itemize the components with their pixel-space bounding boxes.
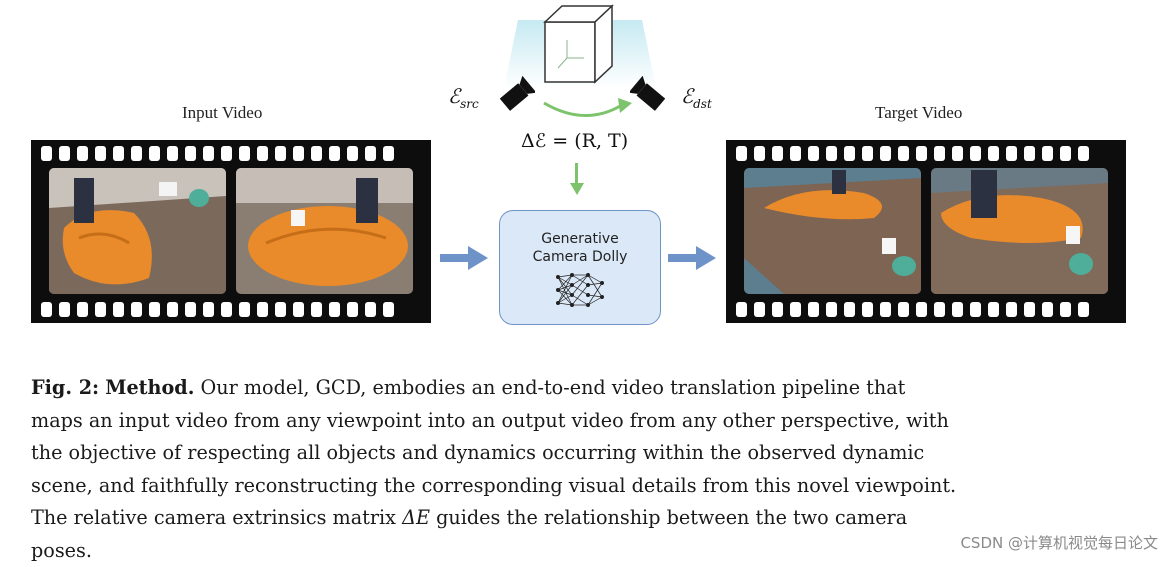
camera-motion-arrow	[540, 95, 635, 125]
target-film-strip	[726, 140, 1126, 323]
model-to-target-arrow	[668, 244, 718, 272]
caption-line-2: maps an input video from any viewpoint i…	[31, 405, 1128, 438]
destination-camera-label: ℰdst	[681, 84, 712, 111]
target-frame-2	[931, 168, 1108, 294]
model-subtitle: Camera Dolly	[500, 249, 660, 265]
input-frame-1	[49, 168, 226, 294]
target-frame-1	[744, 168, 921, 294]
neural-network-icon	[554, 271, 606, 309]
delta-to-model-arrow	[569, 163, 585, 197]
destination-camera-icon	[630, 76, 670, 114]
film-holes-bottom	[736, 302, 1116, 317]
source-camera-label: ℰsrc	[448, 84, 479, 111]
input-to-model-arrow	[440, 244, 490, 272]
film-holes-top	[736, 146, 1116, 161]
method-figure: Input Video Target Video	[0, 0, 1172, 345]
input-film-strip	[31, 140, 431, 323]
caption-line-5: The relative camera extrinsics matrix ΔE…	[31, 502, 1128, 535]
csdn-watermark: CSDN @计算机视觉每日论文	[960, 532, 1158, 553]
film-holes-bottom	[41, 302, 421, 317]
caption-line-1: Fig. 2: Method. Our model, GCD, embodies…	[31, 372, 1128, 405]
caption-title: Method.	[105, 376, 194, 399]
delta-extrinsics-equation: Δℰ = (R, T)	[521, 130, 628, 152]
source-camera-icon	[495, 76, 535, 114]
caption-line-3: the objective of respecting all objects …	[31, 437, 1128, 470]
figure-number: Fig. 2:	[31, 376, 99, 399]
caption-line-4: scene, and faithfully reconstructing the…	[31, 470, 1128, 503]
input-video-label: Input Video	[182, 103, 262, 123]
model-title: Generative	[500, 231, 660, 247]
film-holes-top	[41, 146, 421, 161]
target-video-label: Target Video	[875, 103, 962, 123]
delta-e-symbol: ΔE	[402, 506, 430, 529]
input-frame-2	[236, 168, 413, 294]
generative-camera-dolly-box: Generative Camera Dolly	[499, 210, 661, 325]
